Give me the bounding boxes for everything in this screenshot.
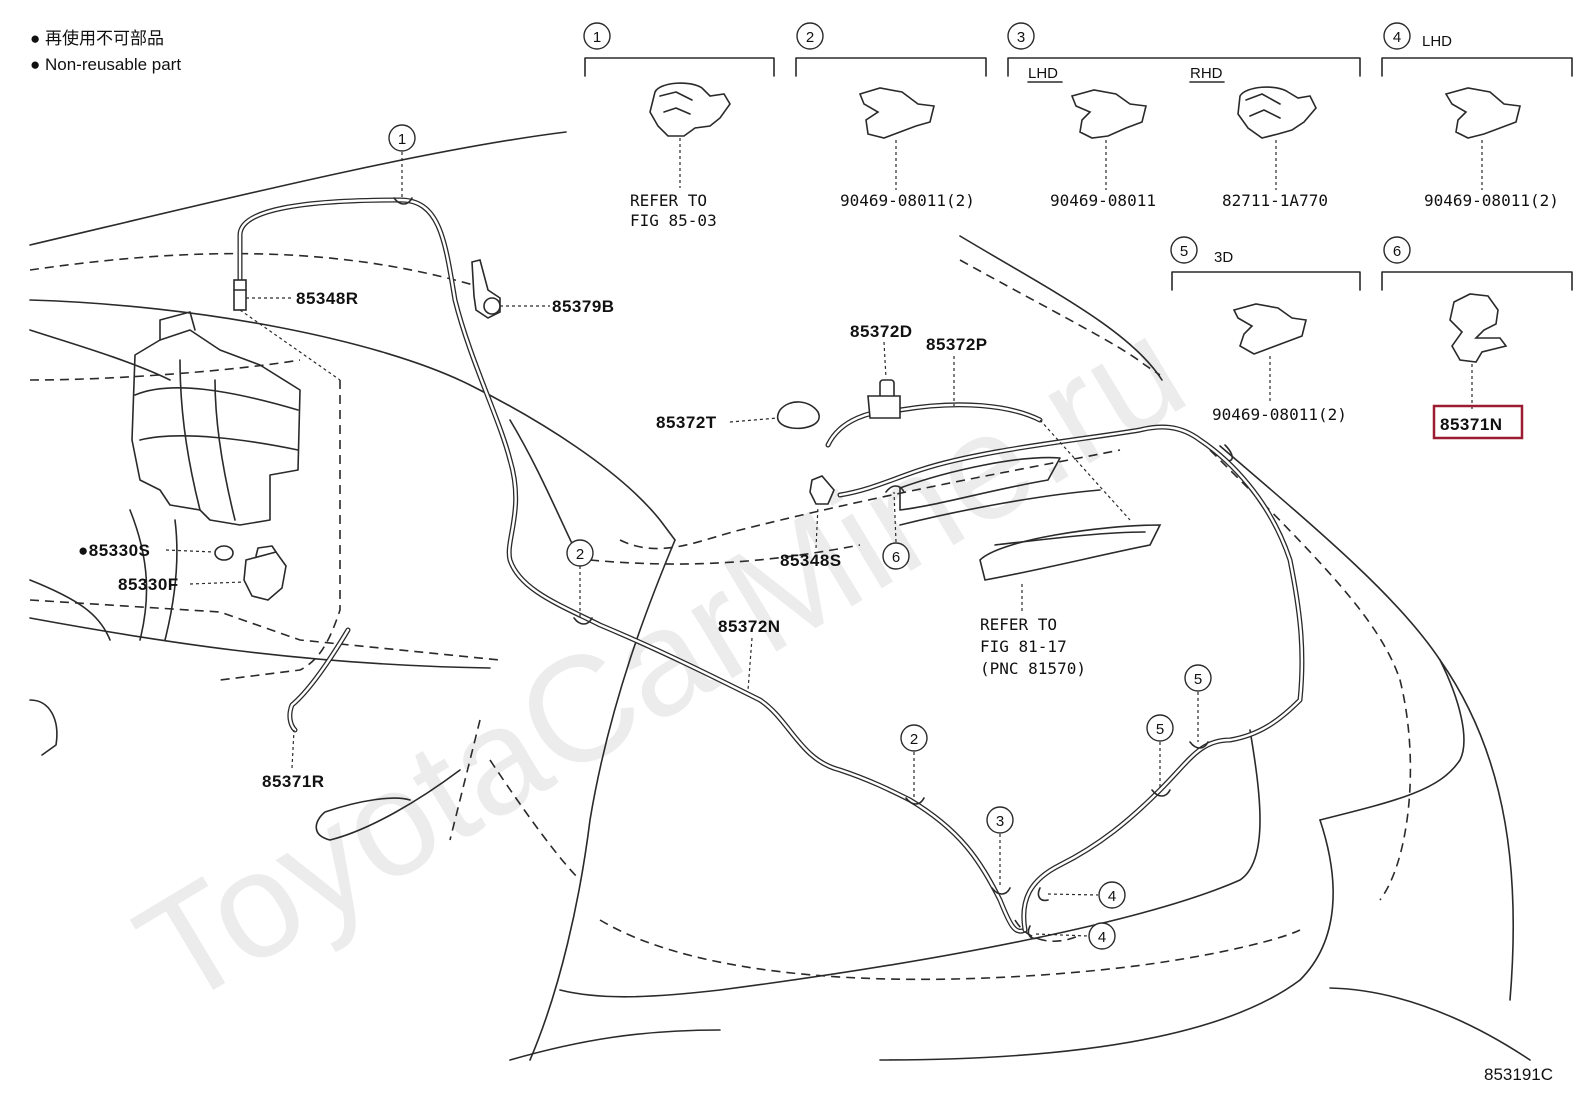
detail-5-note: 3D: [1214, 249, 1233, 266]
clip-marker-1: 1: [388, 124, 416, 205]
clip-marker-4a: 4: [1037, 881, 1126, 909]
detail-3-id: 3: [1017, 29, 1025, 46]
clip-marker-5a-label: 5: [1156, 721, 1164, 738]
figref-line3: (PNC 81570): [980, 659, 1086, 678]
detail-3-sub-rhd: RHD: [1190, 65, 1223, 82]
clip-icon: [1444, 87, 1521, 139]
clip-marker-1-label: 1: [398, 131, 406, 148]
clip-marker-2b: 2: [900, 724, 928, 805]
figref-line2: FIG 81-17: [980, 637, 1067, 656]
label-85372P[interactable]: 85372P: [926, 335, 988, 354]
legend-jp: ● 再使用不可部品: [30, 28, 164, 48]
detail-1-id: 1: [593, 29, 601, 46]
label-85379B[interactable]: 85379B: [552, 297, 615, 316]
highlight-box: [1432, 404, 1524, 440]
clip-marker-6-label: 6: [892, 549, 900, 566]
detail-3-sub-lhd: LHD: [1028, 65, 1058, 82]
detail-4-part: 90469-08011(2): [1424, 191, 1559, 210]
pump-85330F: [243, 545, 287, 601]
clip-marker-2a: 2: [566, 539, 594, 625]
diagram-code: 853191C: [1484, 1065, 1553, 1084]
detail-box-3: 3 LHD RHD 90469-08011 82711-1A770: [1007, 22, 1361, 210]
detail-box-4: 4 LHD 90469-08011(2): [1381, 22, 1573, 210]
detail-1-ref-line1: REFER TO: [630, 191, 707, 210]
clip-icon: [1237, 86, 1317, 139]
clip-marker-3: 3: [986, 806, 1014, 895]
clip-marker-5a: 5: [1146, 714, 1174, 797]
clip-marker-2a-label: 2: [576, 546, 584, 563]
grommet-85330S: [214, 545, 234, 561]
detail-6-id: 6: [1393, 243, 1401, 260]
nozzle-85379B: [471, 259, 501, 319]
clip-icon: [1232, 303, 1307, 355]
clip-icon: [1070, 89, 1147, 139]
label-85372N[interactable]: 85372N: [718, 617, 781, 636]
legend-en: ● Non-reusable part: [30, 55, 181, 74]
label-85330S[interactable]: ●85330S: [78, 541, 150, 560]
hose-85372P: [837, 424, 1305, 933]
detail-box-6: 6 85371N: [1381, 236, 1573, 440]
clip-marker-4b-label: 4: [1098, 929, 1106, 946]
detail-5-id: 5: [1180, 243, 1188, 260]
washer-tank: [129, 311, 301, 641]
detail-5-part: 90469-08011(2): [1212, 405, 1347, 424]
detail-box-5: 5 3D 90469-08011(2): [1170, 236, 1361, 424]
clip-marker-2b-label: 2: [910, 731, 918, 748]
label-85372T[interactable]: 85372T: [656, 413, 717, 432]
detail-3-part-lhd: 90469-08011: [1050, 191, 1156, 210]
clip-icon: [649, 82, 731, 137]
clip-marker-5b: 5: [1184, 664, 1212, 749]
figref-line1: REFER TO: [980, 615, 1057, 634]
nozzle-85372D: [867, 379, 901, 419]
clip-marker-4a-label: 4: [1108, 888, 1116, 905]
clip-marker-6: 6: [882, 485, 910, 570]
clip-icon: [858, 87, 935, 139]
label-85330F[interactable]: 85330F: [118, 575, 179, 594]
detail-1-ref-line2: FIG 85-03: [630, 211, 717, 230]
detail-box-1: 1 REFER TO FIG 85-03: [583, 22, 775, 230]
clip-marker-4b: 4: [1027, 922, 1116, 950]
cap-85372T: [776, 401, 820, 430]
joint-85348R: [233, 279, 247, 311]
clip-85371N-icon: [1449, 293, 1508, 363]
detail-1-marker: [583, 22, 611, 50]
clip-marker-3-label: 3: [996, 813, 1004, 830]
joint-85348S: [809, 475, 835, 505]
detail-box-2: 2 90469-08011(2): [795, 22, 987, 210]
label-85372D[interactable]: 85372D: [850, 322, 913, 341]
detail-2-id: 2: [806, 29, 814, 46]
detail-4-note: LHD: [1422, 33, 1452, 50]
detail-3-part-rhd: 82711-1A770: [1222, 191, 1328, 210]
detail-6-part[interactable]: 85371N: [1440, 415, 1503, 434]
label-85348R[interactable]: 85348R: [296, 289, 359, 308]
stop-lamp: [979, 524, 1162, 581]
hose-85372N: [237, 197, 1028, 934]
label-85371R[interactable]: 85371R: [262, 772, 325, 791]
detail-4-id: 4: [1393, 29, 1401, 46]
detail-2-part: 90469-08011(2): [840, 191, 975, 210]
hose-85372P-upper: [825, 402, 1043, 448]
label-85348S[interactable]: 85348S: [780, 551, 842, 570]
hose-85371R: [287, 627, 351, 733]
clip-marker-5b-label: 5: [1194, 671, 1202, 688]
